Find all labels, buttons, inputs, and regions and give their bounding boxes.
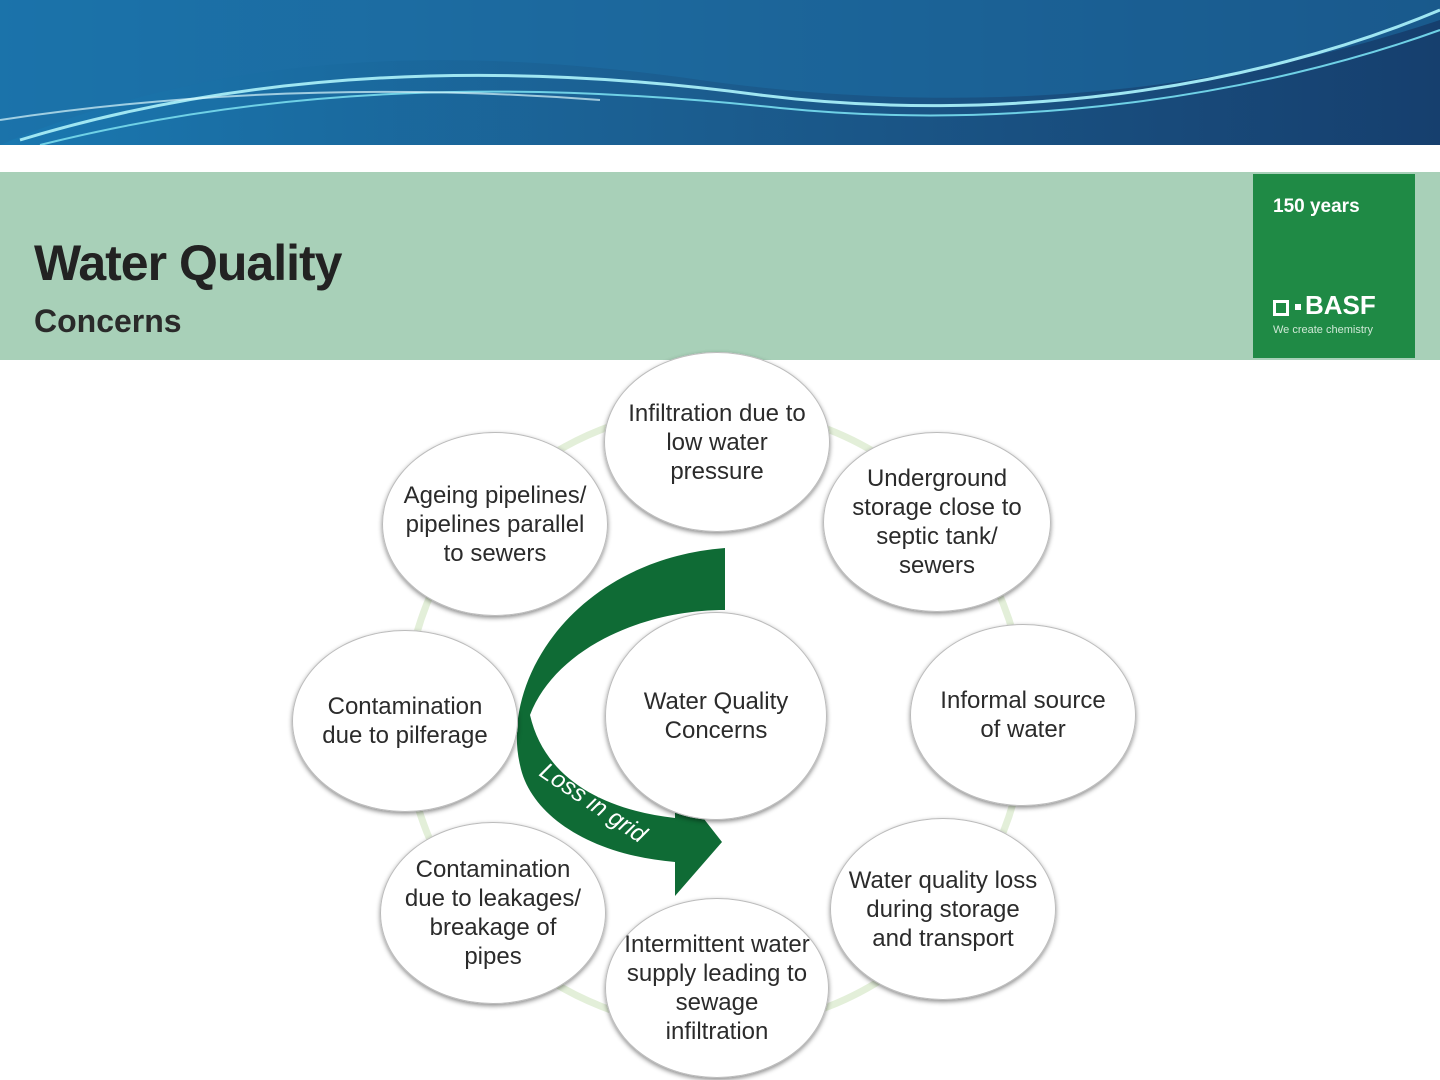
basf-logo: 150 years BASF We create chemistry <box>1253 174 1415 358</box>
node-informal-source: Informal source of water <box>910 624 1136 806</box>
node-center: Water Quality Concerns <box>605 612 827 820</box>
top-wave-banner <box>0 0 1440 145</box>
node-ageing-pipelines: Ageing pipelines/ pipelines parallel to … <box>382 432 608 616</box>
logo-years: 150 years <box>1273 196 1360 217</box>
logo-tagline: We create chemistry <box>1273 324 1374 336</box>
header-band <box>0 172 1440 360</box>
node-underground-storage: Underground storage close to septic tank… <box>823 432 1051 612</box>
loss-in-grid-arrow <box>516 548 725 896</box>
node-storage-transport: Water quality loss during storage and tr… <box>830 818 1056 1000</box>
node-pilferage: Contamination due to pilferage <box>292 630 518 812</box>
logo-brand: BASF <box>1273 290 1376 321</box>
node-infiltration: Infiltration due to low water pressure <box>604 352 830 532</box>
node-leakages: Contamination due to leakages/ breakage … <box>380 822 606 1004</box>
page-title: Water Quality <box>34 235 342 291</box>
page-subtitle: Concerns <box>34 303 182 339</box>
node-intermittent-supply: Intermittent water supply leading to sew… <box>605 898 829 1078</box>
